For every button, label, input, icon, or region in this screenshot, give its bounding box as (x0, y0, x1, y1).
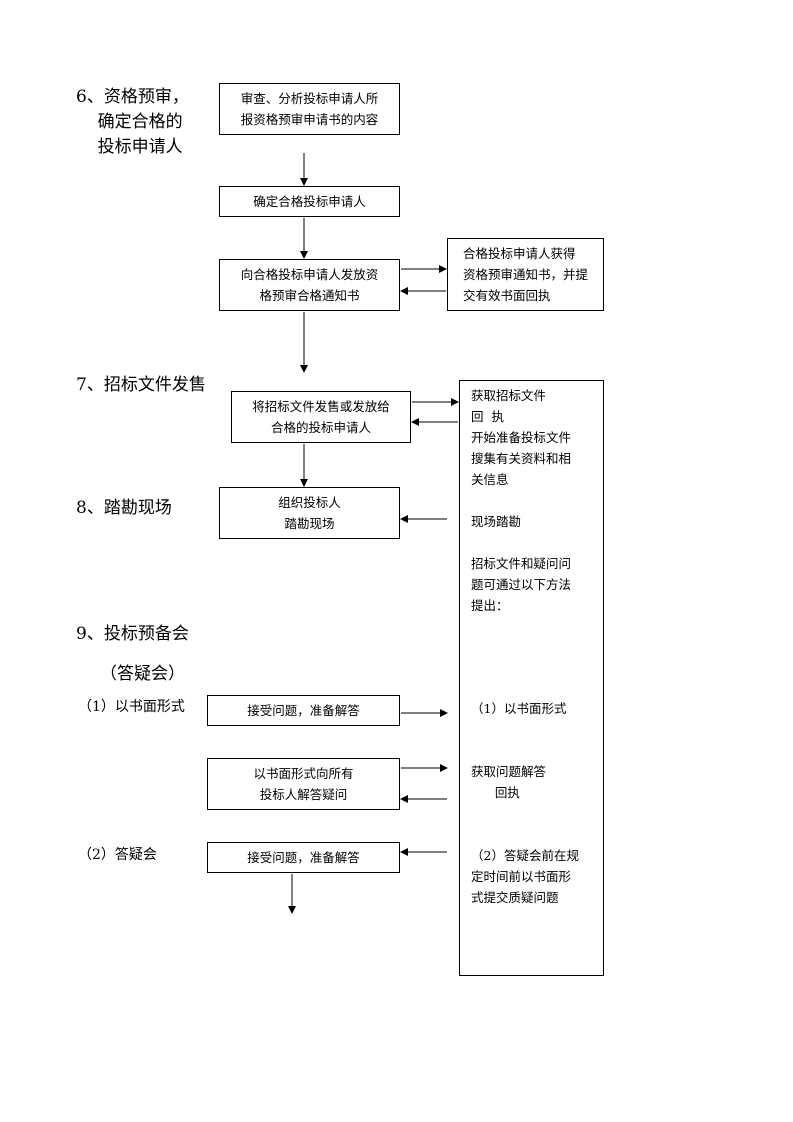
step9-heading: 9、投标预备会 (76, 624, 189, 644)
confirm-box: 确定合格投标申请人 (219, 186, 400, 217)
review-box: 审查、分析投标申请人所 报资格预审申请书的内容 (219, 83, 400, 135)
notify-box: 向合格投标申请人发放资 格预审合格通知书 (219, 259, 400, 311)
panel-text-answer-receipt: 获取问题解答 回执 (471, 764, 547, 800)
panel-text-site: 现场踏勘 (471, 514, 522, 529)
site-box: 组织投标人 踏勘现场 (219, 487, 400, 539)
bidder-panel (459, 380, 604, 976)
step6-heading: 6、资格预审， 确定合格的 投标申请人 (76, 87, 189, 157)
panel-text-qa: （2）答疑会前在规 定时间前以书面形 式提交质疑问题 (471, 848, 579, 905)
receipt-box: 合格投标申请人获得 资格预审通知书，并提 交有效书面回执 (447, 238, 604, 311)
panel-text-written: （1）以书面形式 (471, 701, 567, 716)
qa-meeting-label: （2）答疑会 (78, 847, 157, 863)
panel-text-obtain: 获取招标文件 回 执 开始准备投标文件 搜集有关资料和相 关信息 (471, 388, 572, 487)
step9-subheading: （答疑会） (100, 664, 185, 684)
panel-text-methods: 招标文件和疑问问 题可通过以下方法 提出： (471, 556, 572, 613)
answer-box: 以书面形式向所有 投标人解答疑问 (207, 758, 400, 810)
sell-box: 将招标文件发售或发放给 合格的投标申请人 (231, 391, 411, 443)
step8-heading: 8、踏勘现场 (76, 498, 172, 518)
written-form-label: （1）以书面形式 (78, 699, 185, 715)
step7-heading: 7、招标文件发售 (76, 375, 206, 395)
accept-box-1: 接受问题，准备解答 (207, 695, 400, 726)
accept-box-2: 接受问题，准备解答 (207, 842, 400, 873)
